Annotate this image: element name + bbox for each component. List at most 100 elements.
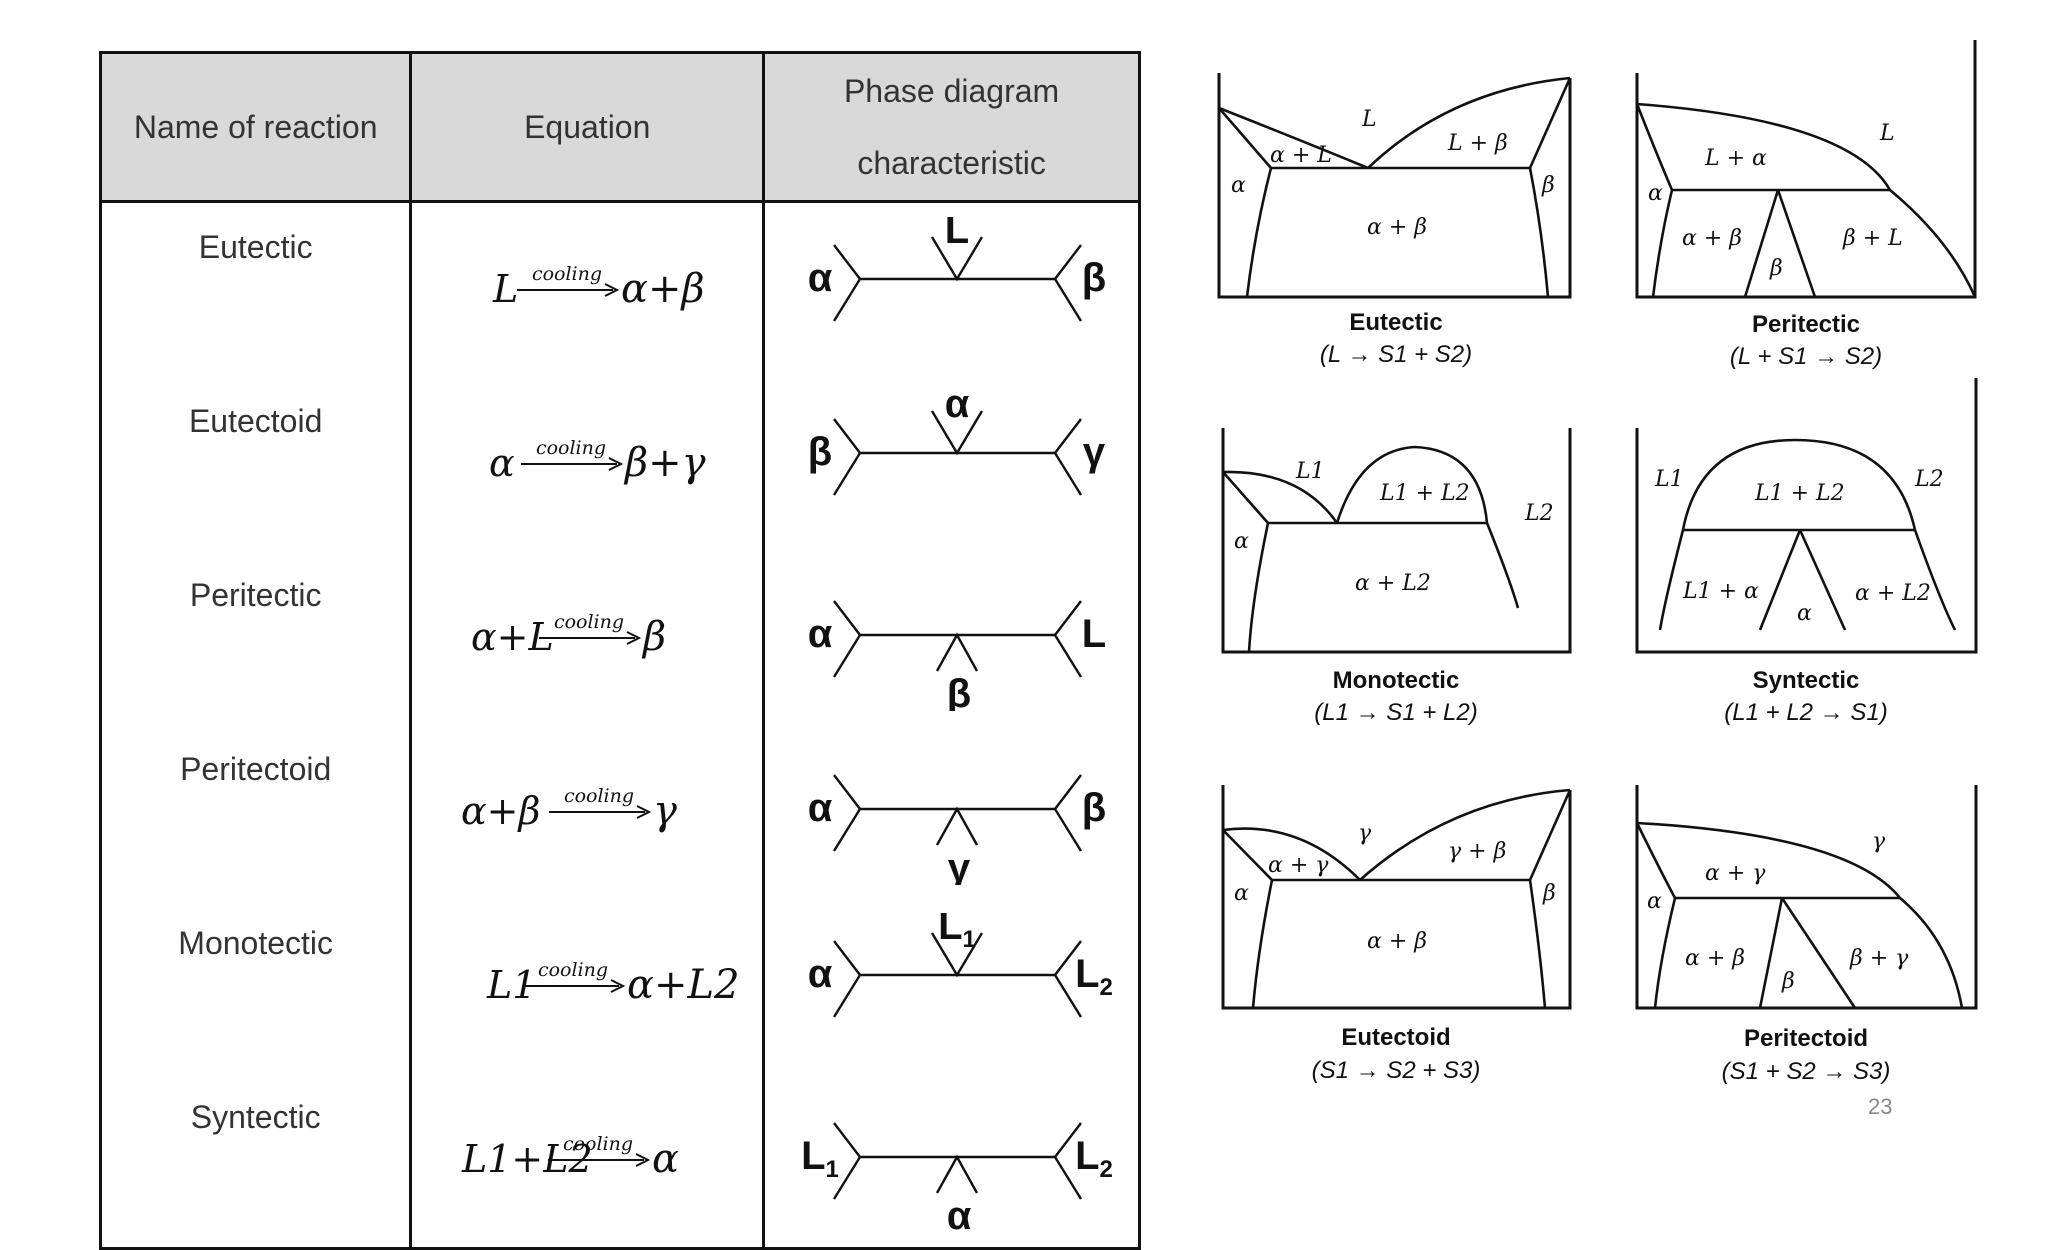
equation-graphic: α cooling β+γ <box>489 437 706 486</box>
table-row: Eutectoid α cooling β+γ β γ α <box>98 377 1141 551</box>
peritectoid-label-b: β <box>1781 969 1795 994</box>
peritectic-label-ab: α + β <box>1682 226 1742 251</box>
eutectic-title: Eutectic <box>1349 309 1442 336</box>
peritectoid-label-a: α <box>1647 889 1662 914</box>
peritectic-label-bl: β + L <box>1842 226 1903 251</box>
characteristic-bottom-label: γ <box>947 846 970 885</box>
cooling-label: cooling <box>536 437 606 459</box>
eutectoid-label-g: γ <box>1358 821 1372 846</box>
peritectic-equation: (L + S1 → S2) <box>1730 343 1882 370</box>
equation-right: α+L2 <box>627 962 740 1008</box>
eutectic-label-a: α <box>1231 173 1246 198</box>
reaction-name: Peritectic <box>98 551 413 725</box>
characteristic-top-label: L <box>944 217 968 252</box>
characteristic-right-label: β <box>1081 786 1105 830</box>
characteristic-top-label: α <box>944 391 969 426</box>
equation-left: L <box>492 267 518 311</box>
phase-diagrams: L α + L L + β α β α + β L L + α α α + β … <box>1217 40 1978 1085</box>
reaction-name: Peritectoid <box>98 725 413 899</box>
syntectic-diagram <box>1635 378 1978 654</box>
peritectoid-equation: (S1 + S2 → S3) <box>1722 1058 1891 1085</box>
characteristic-left-label: β <box>807 430 831 474</box>
equation-right: α+β <box>621 266 705 312</box>
characteristic-right-label: L <box>1081 612 1105 656</box>
reaction-name: Monotectic <box>98 899 413 1073</box>
eutectoid-label-ab: α + β <box>1367 929 1427 954</box>
cooling-label: cooling <box>532 263 602 285</box>
peritectoid-label-ab: α + β <box>1685 946 1745 971</box>
characteristic-right-label: γ <box>1082 430 1105 474</box>
peritectic-label-la: L + α <box>1704 146 1767 171</box>
cooling-label: cooling <box>564 785 634 807</box>
peritectoid-label-ag: α + γ <box>1705 861 1766 886</box>
cooling-label: cooling <box>563 1133 633 1155</box>
eutectoid-diagram <box>1221 785 1572 1010</box>
characteristic-right-label: β <box>1081 256 1105 300</box>
cooling-label: cooling <box>554 611 624 633</box>
reaction-name: Eutectoid <box>98 377 413 551</box>
phase-characteristic: α β γ <box>762 725 1141 899</box>
syntectic-label-al2: α + L2 <box>1855 581 1931 606</box>
characteristic-bottom-label: α <box>946 1194 971 1233</box>
equation-right: β+γ <box>623 440 706 486</box>
eutectoid-label-gb: γ + β <box>1448 839 1506 864</box>
slide: Name of reaction Equation Phase diagram … <box>98 40 1978 1250</box>
monotectic-label-l2: L2 <box>1524 501 1554 526</box>
characteristic-graphic: α β γ <box>807 774 1106 885</box>
arrow-head-icon <box>608 457 624 471</box>
syntectic-label-l1a: L1 + α <box>1682 579 1759 604</box>
peritectic-title: Peritectic <box>1752 311 1860 338</box>
arrow-head-icon <box>610 979 626 993</box>
characteristic-left-label: α <box>807 786 832 830</box>
header-phase-line1: Phase diagram <box>843 73 1060 109</box>
monotectic-label-a: α <box>1234 529 1249 554</box>
eutectic-label-al: α + L <box>1270 143 1332 168</box>
syntectic-label-l2: L2 <box>1914 467 1944 492</box>
syntectic-equation: (L1 + L2 → S1) <box>1724 699 1887 726</box>
characteristic-left-label: α <box>807 952 832 996</box>
monotectic-title: Monotectic <box>1333 667 1460 694</box>
eutectoid-label-b: β <box>1542 881 1556 906</box>
eutectic-label-l: L <box>1361 107 1377 132</box>
header-phase-diagram: Phase diagram characteristic <box>762 51 1141 203</box>
reaction-equation: α cooling β+γ <box>409 377 766 551</box>
peritectic-label-b: β <box>1769 256 1783 281</box>
arrow-head-icon <box>604 283 620 297</box>
arrow-head-icon <box>626 631 642 645</box>
eutectic-label-lb: L + β <box>1447 131 1508 156</box>
equation-left: α <box>489 441 515 485</box>
reaction-name: Eutectic <box>98 201 413 377</box>
monotectic-equation: (L1 → S1 + L2) <box>1314 699 1477 726</box>
eutectic-label-b: β <box>1541 173 1555 198</box>
equation-right: γ <box>653 788 677 834</box>
peritectic-diagram <box>1635 40 1977 299</box>
monotectic-label-l1l2: L1 + L2 <box>1379 481 1470 506</box>
eutectoid-equation: (S1 → S2 + S3) <box>1312 1057 1481 1084</box>
characteristic-graphic: β γ α <box>807 391 1105 496</box>
peritectoid-label-bg: β + γ <box>1849 946 1909 971</box>
peritectic-label-l: L <box>1879 121 1895 146</box>
peritectoid-diagram <box>1635 785 1978 1010</box>
header-name: Name of reaction <box>98 51 413 203</box>
arrow-head-icon <box>636 805 652 819</box>
characteristic-left-label: α <box>807 612 832 656</box>
monotectic-label-l1: L1 <box>1295 459 1325 484</box>
slide-number: 23 <box>1868 1094 1893 1119</box>
peritectic-label-a: α <box>1648 181 1663 206</box>
